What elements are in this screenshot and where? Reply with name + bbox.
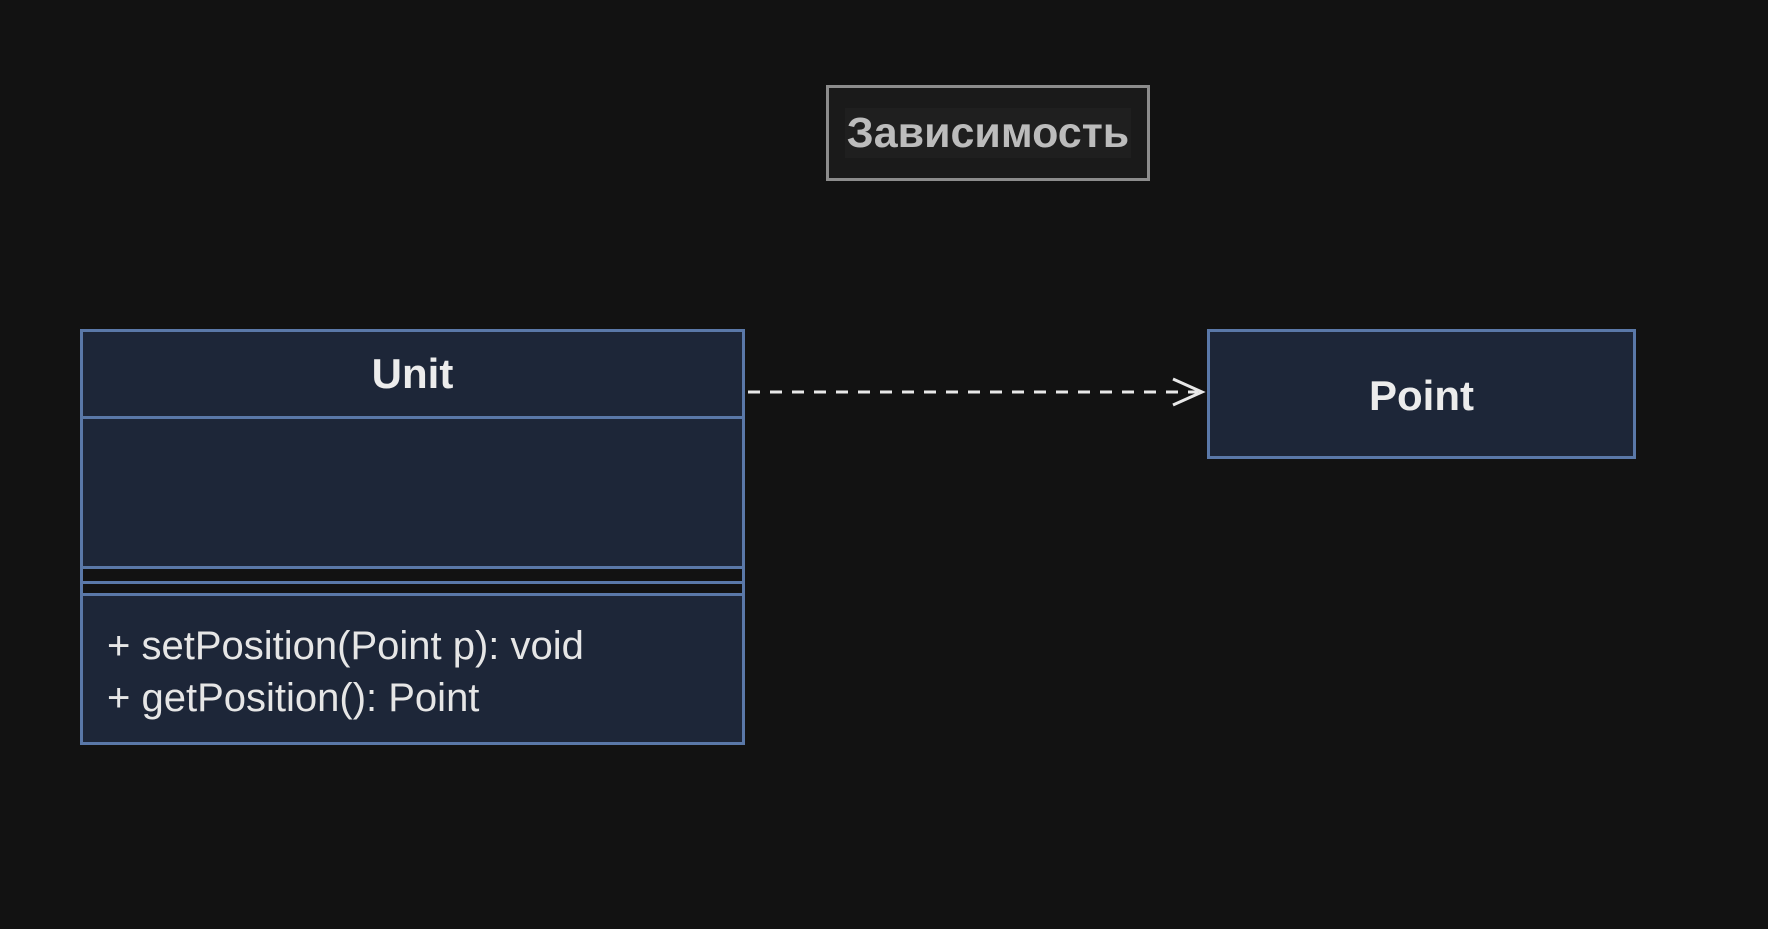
class-unit-name: Unit xyxy=(371,350,454,397)
class-point-name: Point xyxy=(1369,372,1474,419)
relationship-label-box: Зависимость xyxy=(826,85,1150,181)
class-unit[interactable]: Unit + setPosition(Point p): void + getP… xyxy=(80,329,745,745)
relationship-label: Зависимость xyxy=(844,108,1132,158)
method-get-position: + getPosition(): Point xyxy=(107,676,480,720)
class-unit-methods: + setPosition(Point p): void + getPositi… xyxy=(107,620,584,724)
class-unit-separator-line xyxy=(83,581,742,584)
method-set-position: + setPosition(Point p): void xyxy=(107,624,584,668)
class-unit-separator xyxy=(83,566,742,596)
class-unit-header: Unit xyxy=(83,332,742,419)
dependency-arrowhead-icon xyxy=(1172,377,1206,407)
class-point[interactable]: Point xyxy=(1207,329,1636,459)
